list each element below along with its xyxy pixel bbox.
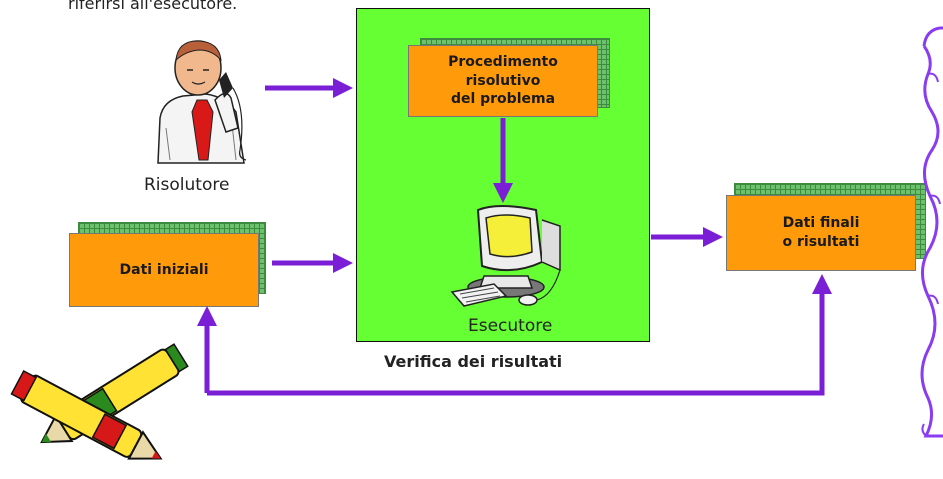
businessman-phone-icon <box>157 40 247 164</box>
verifica-label: Verifica dei risultati <box>384 352 563 371</box>
dati-finali-box: Dati finali o risultati <box>726 195 916 271</box>
intro-text: riferirsi all'esecutore. <box>68 0 238 13</box>
arrow-loop-right <box>207 273 832 396</box>
risolutore-label: Risolutore <box>144 175 230 195</box>
scroll-icon <box>920 26 943 438</box>
crayons-icon <box>10 343 189 460</box>
computer-icon <box>450 205 561 307</box>
esecutore-label: Esecutore <box>468 316 553 336</box>
arrows <box>197 78 832 396</box>
procedimento-box: Procedimento risolutivo del problema <box>408 45 598 117</box>
dati-iniziali-box: Dati iniziali <box>69 233 259 307</box>
